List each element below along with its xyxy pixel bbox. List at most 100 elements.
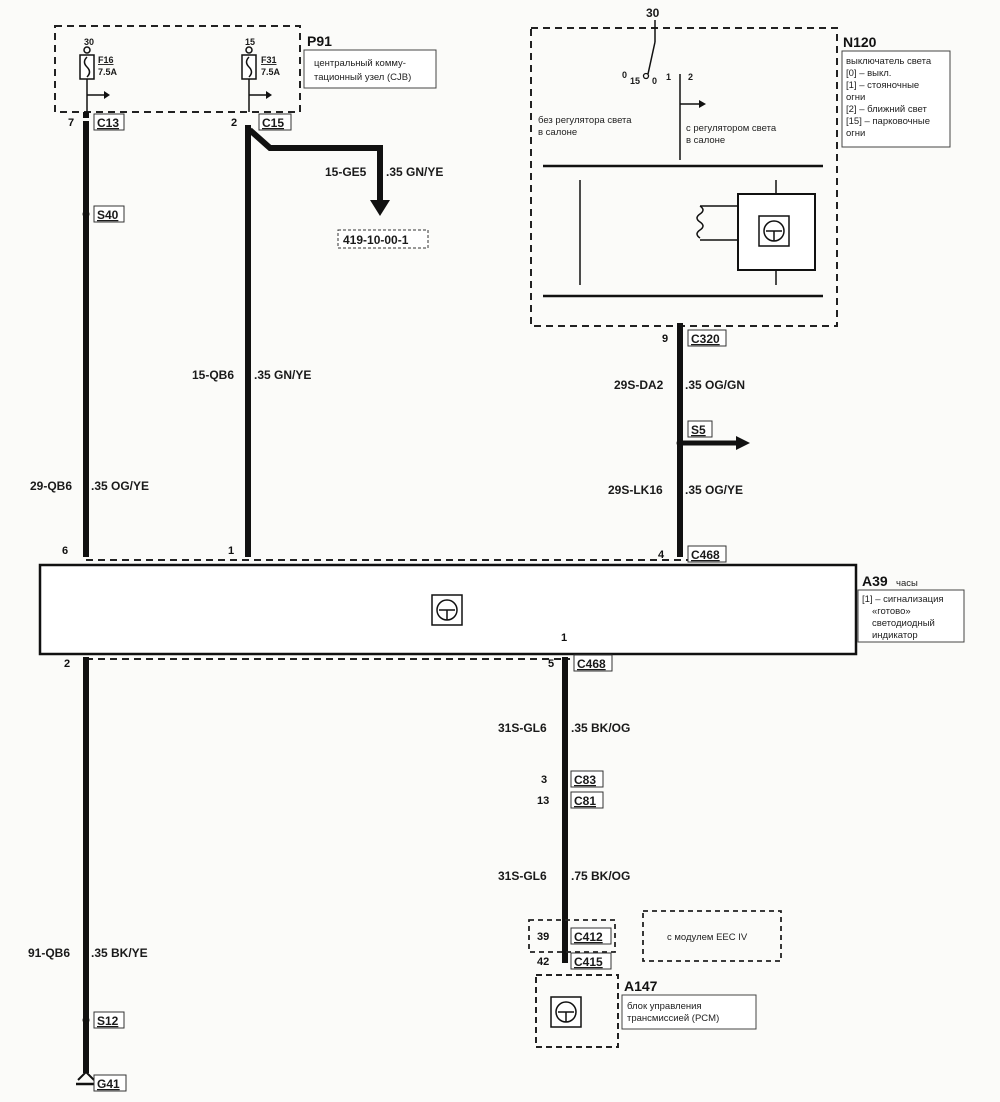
wire-31s-gl6-a-circuit: 31S-GL6 — [498, 721, 547, 735]
wire-15-ge5-circuit: 15-GE5 — [325, 165, 367, 179]
p91-id: P91 — [307, 33, 332, 49]
c415-pin: 42 — [537, 956, 549, 968]
c83-pin: 3 — [541, 774, 547, 786]
n120-desc-box — [841, 50, 951, 148]
c468-bottom-label: C468 — [577, 657, 606, 671]
switch-pos-1: 1 — [666, 72, 671, 82]
wire-91-qb6-circuit: 91-QB6 — [28, 946, 70, 960]
n120-desc-6: огни — [846, 128, 865, 139]
n120-outline — [530, 27, 838, 327]
splice-s40: S40 — [97, 208, 119, 222]
c412-label: C412 — [574, 930, 603, 944]
switch-pos-0a: 0 — [622, 70, 627, 80]
arrow-right-icon — [266, 91, 272, 99]
switch-pos-0b: 0 — [652, 76, 657, 86]
a39-pin-1: 1 — [228, 545, 234, 557]
ground-g41: G41 — [97, 1077, 120, 1091]
wire-15-qb6-circuit: 15-QB6 — [192, 368, 234, 382]
with-dimmer-line2: в салоне — [686, 135, 725, 146]
n120-desc-5: [15] – парковочные — [846, 116, 930, 127]
splice-s12: S12 — [97, 1014, 119, 1028]
p91-outline — [54, 25, 301, 113]
wire-15-ge5-spec: .35 GN/YE — [386, 165, 443, 179]
n120-terminal-30: 30 — [646, 6, 660, 20]
wire-15-qb6-spec: .35 GN/YE — [254, 368, 311, 382]
ref-419-10-00-1: 419-10-00-1 — [343, 233, 409, 247]
n120-desc-1: [0] – выкл. — [846, 68, 891, 79]
a147-desc-line2: трансмиссией (PCM) — [627, 1013, 719, 1024]
c81-pin: 13 — [537, 795, 549, 807]
fuse-f16-name: F16 — [98, 55, 114, 65]
a39-desc-3: светодиодный — [872, 618, 935, 629]
wire-29-qb6-circuit: 29-QB6 — [30, 479, 72, 493]
switch-pos-2: 2 — [688, 72, 693, 82]
fuse-right-terminal: 15 — [245, 37, 255, 47]
a39-pin-2: 2 — [64, 658, 70, 670]
a39-inner-pin: 1 — [561, 632, 567, 644]
p91-cjb: P91 центральный комму- тационный узел (C… — [54, 25, 437, 113]
with-dimmer-line1: с регулятором света — [686, 123, 777, 134]
wire-31s-gl6-b-circuit: 31S-GL6 — [498, 869, 547, 883]
eec-note: с модулем EEC IV — [667, 932, 748, 943]
n120-id: N120 — [843, 34, 877, 50]
a147-desc-box — [621, 994, 757, 1030]
c83-label: C83 — [574, 773, 596, 787]
a39-clock: 1 A39 часы [1] – сигнализация «готово» с… — [38, 563, 965, 656]
splice-s5: S5 — [691, 423, 706, 437]
c13-label: C13 — [97, 116, 119, 130]
c320-pin: 9 — [662, 333, 668, 345]
n120-desc-0: выключатель света — [846, 56, 932, 67]
c415-label: C415 — [574, 955, 603, 969]
c15-pin: 2 — [231, 117, 237, 129]
wire-91-qb6-spec: .35 BK/YE — [91, 946, 148, 960]
fuse-f16-rating: 7.5A — [98, 67, 118, 77]
wire-31s-gl6-a-spec: .35 BK/OG — [571, 721, 630, 735]
switch-pos-15: 15 — [630, 76, 640, 86]
wire-29s-da2-circuit: 29S-DA2 — [614, 378, 664, 392]
c81-label: C81 — [574, 794, 596, 808]
dimmer-coil-icon — [696, 205, 704, 239]
wire-29s-lk16-spec: .35 OG/YE — [685, 483, 743, 497]
arrow-right-icon — [736, 436, 750, 450]
c468-top-label: C468 — [691, 548, 720, 562]
fuse-f31-rating: 7.5A — [261, 67, 281, 77]
wire-15-ge5 — [247, 127, 383, 205]
a147-desc-line1: блок управления — [627, 1001, 702, 1012]
a39-desc-4: индикатор — [872, 630, 918, 641]
p91-desc-line2: тационный узел (CJB) — [314, 72, 411, 83]
n120-desc-2: [1] – стояночные — [846, 80, 919, 91]
without-dimmer-line1: без регулятора света — [538, 115, 632, 126]
without-dimmer-line2: в салоне — [538, 127, 577, 138]
arrow-down-icon — [370, 200, 390, 216]
wire-29-qb6-spec: .35 OG/YE — [91, 479, 149, 493]
c412-pin: 39 — [537, 931, 549, 943]
a39-desc-0: часы — [896, 578, 918, 589]
a39-desc-1: [1] – сигнализация — [862, 594, 944, 605]
a39-desc-2: «готово» — [872, 606, 911, 617]
p91-desc-line1: центральный комму- — [314, 58, 406, 69]
a147-id: A147 — [624, 978, 658, 994]
c468-bottom-pin: 5 — [548, 658, 554, 670]
n120-desc-3: огни — [846, 92, 865, 103]
arrow-right-icon — [104, 91, 110, 99]
c468-top-pin: 4 — [658, 549, 665, 561]
a147-outline — [535, 974, 619, 1048]
a147-pcm: A147 блок управления трансмиссией (PCM) — [535, 974, 757, 1048]
wire-29s-lk16-circuit: 29S-LK16 — [608, 483, 663, 497]
n120-light-switch: N120 выключатель света [0] – выкл. [1] –… — [530, 6, 951, 327]
p91-desc-box — [303, 49, 437, 89]
wire-29s-da2-spec: .35 OG/GN — [685, 378, 745, 392]
wire-31s-gl6-b-spec: .75 BK/OG — [571, 869, 630, 883]
fuse-left-terminal: 30 — [84, 37, 94, 47]
fuse-f31-name: F31 — [261, 55, 277, 65]
a39-pin-6: 6 — [62, 545, 68, 557]
n120-desc-4: [2] – ближний свет — [846, 104, 928, 115]
c320-label: C320 — [691, 332, 720, 346]
c13-pin: 7 — [68, 117, 74, 129]
arrow-right-icon — [699, 100, 706, 108]
c15-label: C15 — [262, 116, 284, 130]
a39-desc-box — [857, 589, 965, 643]
a39-id: A39 — [862, 573, 888, 589]
